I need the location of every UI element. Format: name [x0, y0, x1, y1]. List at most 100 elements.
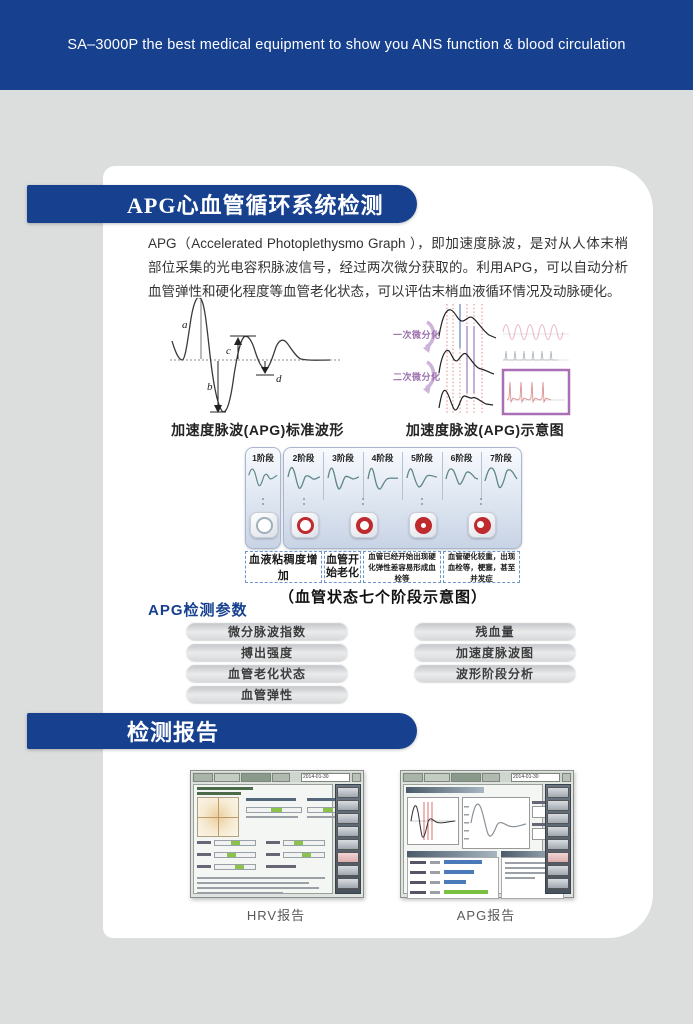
row-label	[197, 841, 211, 844]
stage-header-7: 7阶段	[490, 453, 512, 463]
table-row-value	[430, 891, 440, 894]
stage-panel-1: 1阶段	[245, 447, 281, 549]
hrv-title-line	[197, 792, 241, 795]
table-row-value	[430, 861, 440, 864]
stage-waveform-7	[484, 467, 518, 489]
param-label	[532, 823, 554, 826]
stage-header-2: 2阶段	[292, 453, 315, 463]
hrv-sidebar	[335, 784, 361, 894]
apg-intro-paragraph: APG（Accelerated Photoplethysmo Graph ），即…	[148, 236, 628, 299]
stage-waveform-5	[406, 468, 438, 488]
dropdown-arrow-icon	[562, 772, 571, 782]
row-label	[266, 853, 280, 856]
stage-waveform-1	[248, 468, 278, 487]
vessel-state-icon-1	[250, 512, 278, 538]
section-banner-apg: APG心血管循环系统检测	[27, 185, 417, 223]
param-pill-apg-graph: 加速度脉波图	[414, 643, 576, 661]
toolbar-tab	[424, 772, 450, 782]
row-label	[266, 865, 296, 868]
apg-toolbar: 2014-01-30	[402, 772, 572, 782]
sidebar-button-pink	[547, 852, 569, 863]
sidebar-button	[547, 865, 569, 876]
stage-dots-1	[261, 498, 265, 505]
hrv-title-line	[197, 787, 253, 790]
apg-sidebar	[545, 784, 571, 894]
gauge-scale	[307, 816, 347, 818]
stage-dots-3	[361, 498, 365, 505]
sidebar-button	[547, 826, 569, 837]
table-row-bar	[444, 860, 482, 864]
apg-report-caption: APG报告	[456, 908, 516, 923]
stage-note-1: 血液粘稠度增加	[245, 551, 322, 583]
apg-panel-header	[406, 787, 484, 793]
vessel-state-icon-2	[291, 512, 319, 538]
apg-schematic-diagram: 一次微分化 二次微分化	[393, 298, 573, 420]
hrv-gauge	[283, 852, 325, 858]
stage-waveform-6	[445, 468, 479, 485]
hrv-toolbar: 2014-01-30	[192, 772, 362, 782]
table-row-value	[430, 871, 440, 874]
text-line	[505, 872, 557, 874]
sidebar-button	[547, 813, 569, 824]
param-pill-vessel-elasticity: 血管弹性	[186, 685, 348, 703]
sidebar-button	[547, 800, 569, 811]
result-table-header	[407, 851, 497, 857]
table-row-bar-green	[444, 890, 488, 894]
wave-label-b: b	[207, 381, 213, 393]
table-row-label	[410, 891, 426, 894]
toolbar-tab	[272, 772, 290, 782]
gauge-scale	[246, 816, 298, 818]
table-row-label	[410, 881, 426, 884]
hrv-gauge	[214, 864, 256, 870]
sidebar-button	[337, 839, 359, 850]
vessel-state-icon-5	[468, 512, 496, 538]
slogan-text: SA–3000P the best medical equipment to s…	[67, 37, 626, 53]
stage-header-4: 4阶段	[371, 453, 394, 463]
dropdown-arrow-icon	[352, 772, 361, 782]
hrv-gauge	[214, 840, 256, 846]
wave-label-c: c	[226, 345, 231, 357]
apg-body	[403, 784, 564, 899]
stage-waveform-4	[367, 467, 399, 490]
params-heading: APG检测参数	[148, 602, 248, 619]
gauge-title	[307, 798, 351, 801]
row-label	[197, 865, 211, 868]
wave-label-a: a	[182, 319, 188, 331]
stage-dots-2	[302, 498, 306, 505]
stage-header-6: 6阶段	[450, 453, 473, 463]
toolbar-tab	[241, 772, 271, 782]
toolbar-tab	[451, 772, 481, 782]
sidebar-button	[547, 787, 569, 798]
row-label	[266, 841, 280, 844]
column-separator	[363, 452, 364, 500]
sidebar-button-pink	[337, 852, 359, 863]
sidebar-button	[337, 813, 359, 824]
hrv-report-window: 2014-01-30	[190, 770, 364, 898]
param-pill-residual-blood: 残血量	[414, 622, 576, 640]
standard-waveform-caption: 加速度脉波(APG)标准波形	[171, 422, 344, 438]
toolbar-tab	[193, 772, 213, 782]
section-title-apg: APG心血管循环系统检测	[127, 193, 384, 218]
table-row-value	[430, 881, 440, 884]
param-pill-vessel-aging-state: 血管老化状态	[186, 664, 348, 682]
scatter-axis	[198, 817, 238, 818]
sidebar-button	[337, 826, 359, 837]
param-pill-stroke-strength: 搏出强度	[186, 643, 348, 661]
column-separator	[442, 452, 443, 500]
text-line	[197, 892, 283, 894]
stage-note-4: 血管硬化较重，出现血栓等，梗塞，甚至并发症	[443, 551, 520, 583]
top-banner: SA–3000P the best medical equipment to s…	[0, 0, 693, 90]
hrv-body	[193, 784, 351, 894]
toolbar-tab	[482, 772, 500, 782]
stage-dots-5	[479, 498, 483, 505]
table-row-label	[410, 871, 426, 874]
stage-waveform-2	[287, 466, 321, 489]
wave-label-d: d	[276, 373, 282, 385]
text-line	[505, 862, 557, 864]
stage-waveform-3	[327, 467, 360, 490]
apg-standard-waveform-diagram: a b c d	[158, 296, 353, 420]
column-separator	[323, 452, 324, 500]
row-label	[197, 853, 211, 856]
hrv-gauge	[283, 840, 325, 846]
